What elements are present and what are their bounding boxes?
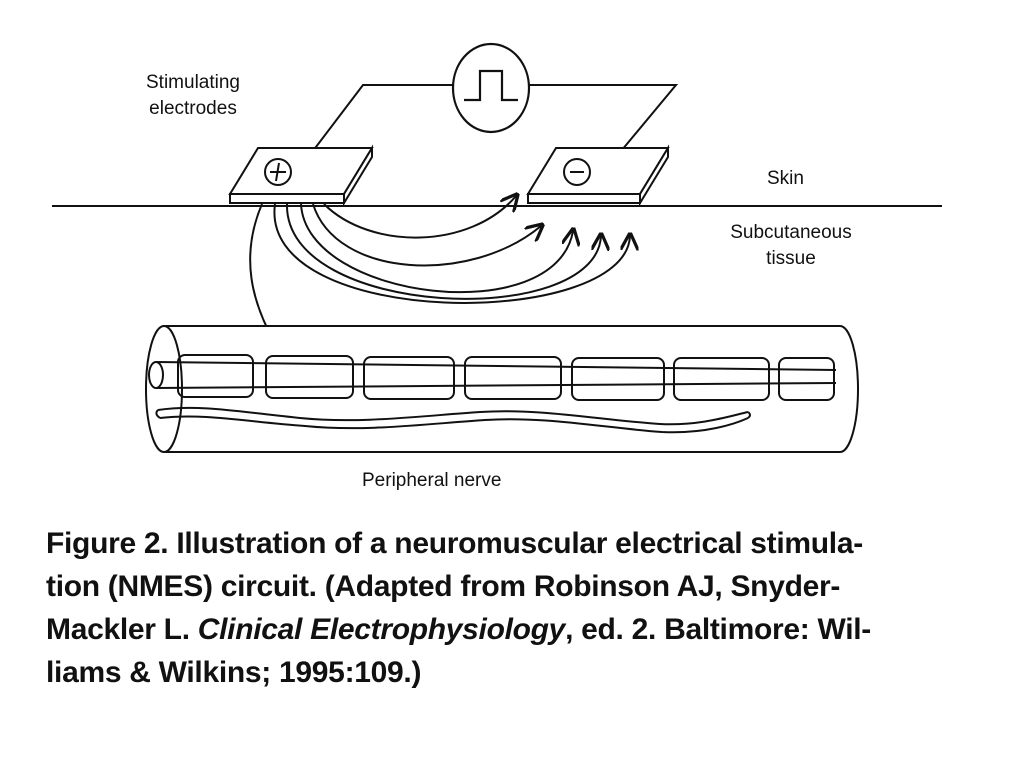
skin-label: Skin — [767, 168, 804, 189]
nmes-circuit-diagram — [52, 42, 942, 453]
book-title: Clinical Electrophysiology — [197, 613, 566, 646]
lead-wire-positive — [299, 84, 455, 169]
myelin-segment — [778, 357, 835, 401]
peripheral-nerve-label: Peripheral nerve — [362, 470, 502, 491]
current-flow-arrows — [249, 196, 630, 331]
current-path — [273, 203, 630, 304]
stimulating-electrodes-label: Stimulating electrodes — [146, 72, 240, 119]
current-path — [300, 203, 573, 294]
myelin-segment — [363, 356, 455, 400]
current-path — [285, 203, 601, 300]
pulse-generator — [451, 42, 531, 134]
caption-line: tion (NMES) circuit. (Adapted from Robin… — [46, 570, 841, 603]
myelin-segment — [571, 357, 665, 401]
current-path — [323, 196, 516, 239]
myelin-segment — [673, 357, 770, 401]
caption-line: liams & Wilkins; 1995:109.) — [46, 656, 422, 689]
nerve-end-cap — [145, 325, 183, 453]
current-path — [312, 203, 541, 267]
myelin-segment — [177, 354, 254, 398]
caption-line: Mackler L. Clinical Electrophysiology, e… — [46, 613, 871, 646]
caption-line: Figure 2. Illustration of a neuromuscula… — [46, 527, 863, 560]
figure-caption: Figure 2. Illustration of a neuromuscula… — [46, 522, 946, 694]
negative-electrode — [526, 144, 670, 207]
subcutaneous-tissue-label: Subcutaneous tissue — [730, 222, 852, 269]
lead-wire-negative — [528, 84, 679, 169]
peripheral-nerve — [145, 325, 859, 453]
positive-electrode — [228, 144, 374, 207]
myelin-segment — [265, 355, 354, 399]
nerve-fiber — [157, 406, 749, 426]
myelin-segment — [464, 356, 562, 400]
current-path — [249, 203, 269, 331]
square-pulse-icon — [464, 69, 518, 102]
